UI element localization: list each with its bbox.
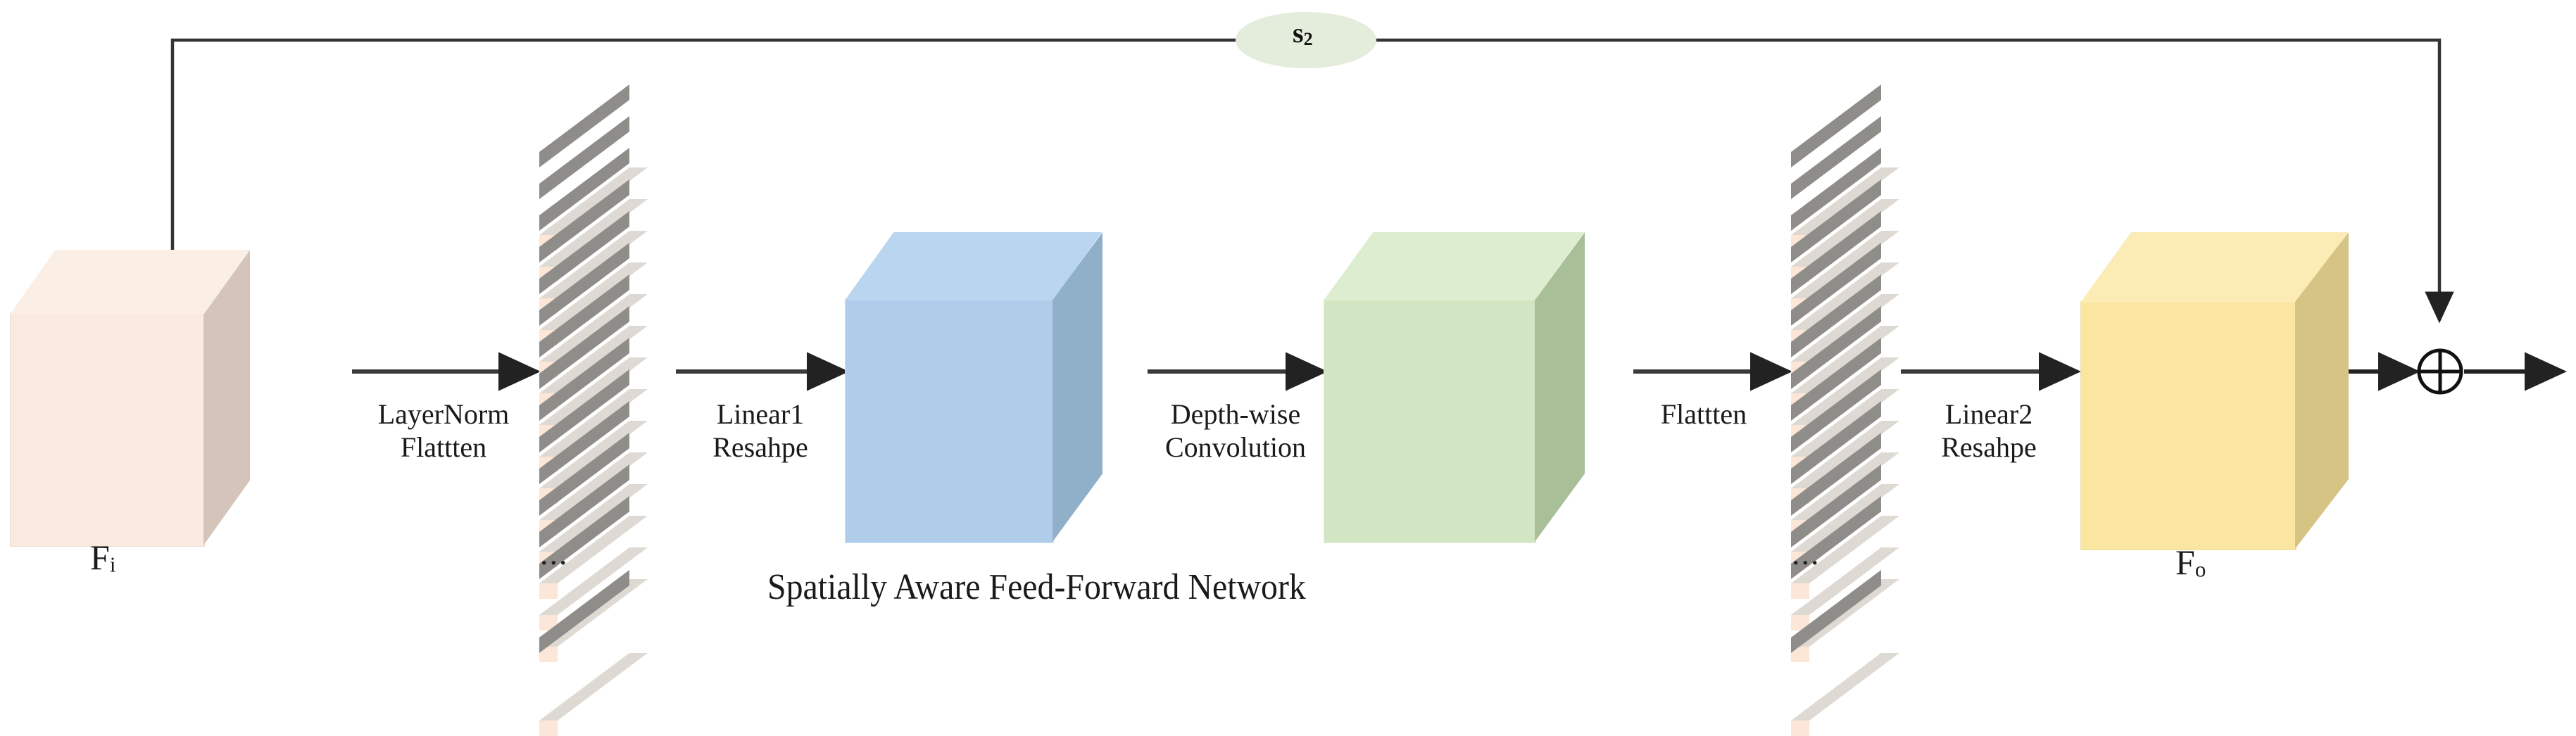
dwconv-cube-front [1324, 299, 1536, 543]
skip-gate-node[interactable] [1236, 12, 1376, 68]
flatten-stack-2[interactable] [1791, 84, 1925, 736]
arrow-label-line1: LayerNorm [377, 398, 510, 430]
arrow-label-linear2-reshape: Linear2 Resahpe [1901, 398, 2077, 464]
arrow-label-line1: Flattten [1660, 398, 1747, 430]
flatten-stack-1[interactable] [539, 84, 673, 736]
slab-front-face [539, 583, 558, 599]
arrow-label-line2: Resahpe [712, 431, 808, 464]
arrow-label-depthwise-conv: Depth-wise Convolution [1141, 398, 1331, 464]
diagram-caption: Spatially Aware Feed-Forward Network [767, 567, 1306, 607]
skip-gate-label: s2 [1293, 17, 1313, 49]
linear1-cube[interactable] [845, 232, 1102, 543]
arrow-label-line1: Linear2 [1944, 398, 2033, 430]
slab-front-face [539, 615, 558, 630]
arrow-label-line1: Linear1 [716, 398, 805, 430]
diagram-canvas: s2 Fi LayerNorm Flattten ... Linear1 Res… [10, 12, 2567, 736]
arrow-label-line2: Flattten [400, 431, 487, 464]
output-cube-front [2080, 301, 2297, 550]
output-cube-top [2080, 232, 2348, 303]
slab-top-face [1791, 653, 1899, 721]
slab-front-face [1791, 615, 1809, 630]
slab-front-face [1791, 721, 1809, 736]
input-cube-label: Fi [90, 538, 116, 577]
slab-front-face [1791, 583, 1809, 599]
arrow-label-line1: Depth-wise [1170, 398, 1301, 430]
slab-side-face [539, 570, 629, 653]
slab-top-face [539, 653, 648, 721]
slab-side-face [1791, 570, 1881, 653]
sum-node[interactable] [2417, 348, 2463, 395]
input-cube[interactable] [10, 250, 250, 547]
input-cube-front [10, 313, 205, 547]
stack-slab-detached [1791, 570, 1899, 736]
input-cube-top [10, 250, 249, 315]
linear1-cube-top [845, 232, 1102, 300]
arrow-label-line2: Resahpe [1941, 431, 2037, 464]
linear1-cube-front [845, 299, 1054, 543]
output-cube-label: Fo [2175, 543, 2206, 582]
arrow-label-linear1-reshape: Linear1 Resahpe [676, 398, 845, 464]
arrow-label-layernorm-flatten: LayerNorm Flattten [352, 398, 535, 464]
slab-front-face [539, 721, 558, 736]
arrow-label-line2: Convolution [1164, 431, 1307, 464]
flatten-stack-2-ellipsis: ... [1792, 535, 1821, 571]
output-cube[interactable] [2080, 232, 2349, 550]
dwconv-cube[interactable] [1324, 232, 1585, 543]
stack-slab-detached [539, 570, 648, 736]
dwconv-cube-top [1324, 232, 1584, 300]
arrow-label-flatten-2: Flattten [1619, 398, 1788, 431]
flatten-stack-1-ellipsis: ... [540, 535, 569, 571]
